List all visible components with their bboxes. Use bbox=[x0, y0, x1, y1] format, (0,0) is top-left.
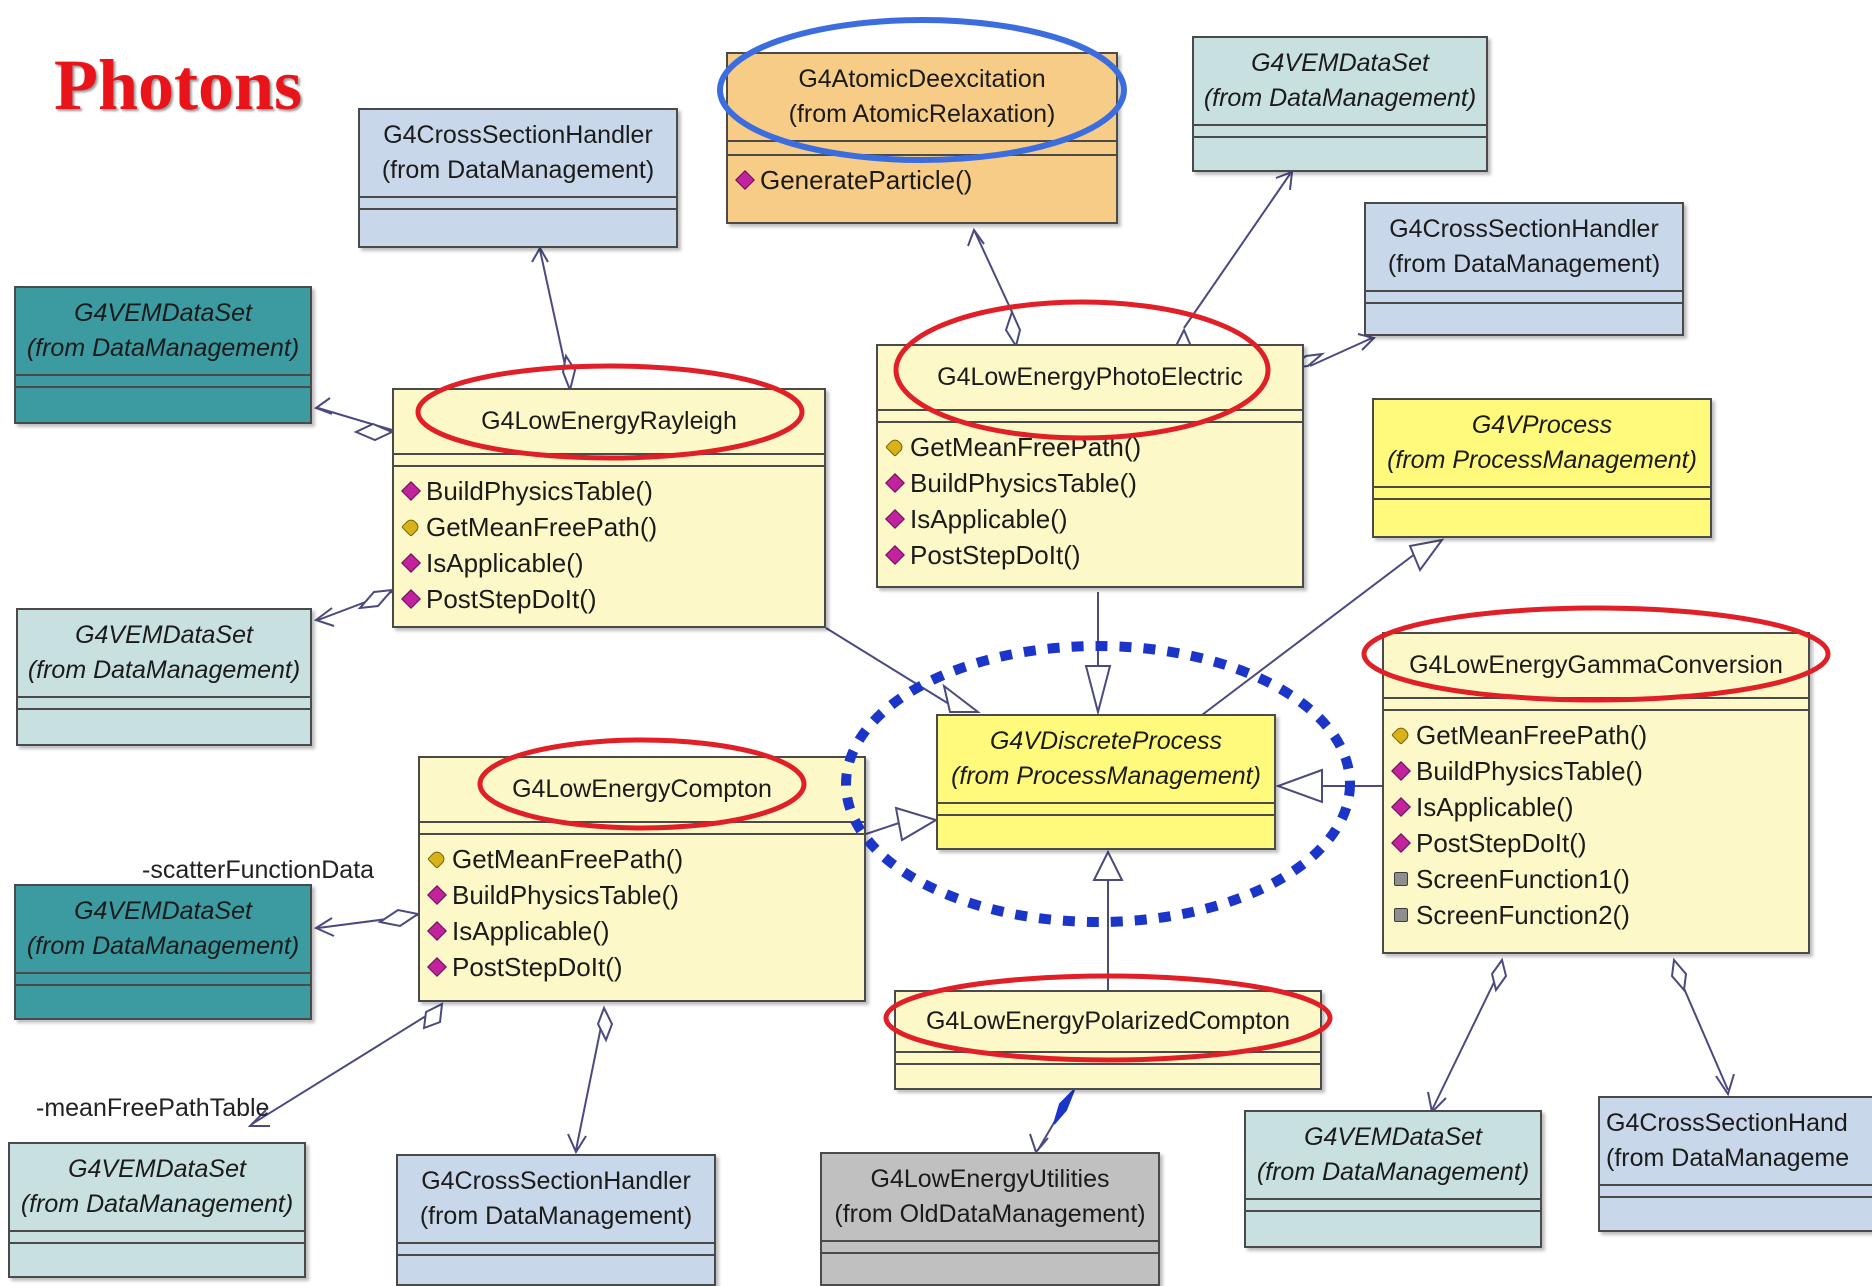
class-package: (from DataManagement) bbox=[1387, 250, 1661, 278]
class-name: G4LowEnergyPhotoElectric bbox=[937, 363, 1243, 391]
class-vemdataset-bottom-right[interactable]: G4VEMDataSet (from DataManagement) bbox=[1244, 1110, 1542, 1248]
method: PostStepDoIt() bbox=[401, 581, 814, 617]
method: GetMeanFreePath() bbox=[1391, 717, 1798, 753]
class-package: (from DataManagement) bbox=[381, 156, 655, 184]
method: GetMeanFreePath() bbox=[401, 509, 814, 545]
class-crosssection-bottom-right[interactable]: G4CrossSectionHand (from DataManageme bbox=[1598, 1096, 1872, 1232]
class-crosssection-right[interactable]: G4CrossSectionHandler (from DataManagemen… bbox=[1364, 202, 1684, 336]
class-atomic-deexcitation[interactable]: G4AtomicDeexcitation (from AtomicRelaxati… bbox=[726, 52, 1118, 224]
method: PostStepDoIt() bbox=[885, 537, 1292, 573]
class-package: (from DataManagement) bbox=[1256, 1158, 1530, 1186]
class-vemdataset-bottom-left[interactable]: G4VEMDataSet (from DataManagement) bbox=[8, 1142, 306, 1278]
class-name: G4CrossSectionHandler bbox=[421, 1167, 691, 1195]
class-package: (from DataManagement) bbox=[20, 1190, 294, 1218]
class-name: G4VEMDataSet bbox=[68, 1155, 246, 1183]
assoc-gamma-dsbr bbox=[1431, 969, 1501, 1111]
class-name: G4LowEnergyRayleigh bbox=[481, 407, 737, 435]
class-name: G4VEMDataSet bbox=[1251, 49, 1429, 77]
method: BuildPhysicsTable() bbox=[1391, 753, 1798, 789]
method: IsApplicable() bbox=[401, 545, 814, 581]
class-vprocess[interactable]: G4VProcess (from ProcessManagement) bbox=[1372, 398, 1712, 538]
class-lowenergy-compton[interactable]: G4LowEnergyCompton GetMeanFreePath() Bui… bbox=[418, 756, 866, 1002]
method: GetMeanFreePath() bbox=[885, 429, 1292, 465]
class-name: G4VEMDataSet bbox=[75, 621, 253, 649]
class-lowenergy-gammaconversion[interactable]: G4LowEnergyGammaConversion GetMeanFreePa… bbox=[1382, 632, 1810, 954]
class-name: G4CrossSectionHandler bbox=[1389, 215, 1659, 243]
class-package: (from DataManageme bbox=[1606, 1144, 1850, 1172]
assoc-photo-xs bbox=[1309, 337, 1373, 367]
method: BuildPhysicsTable() bbox=[401, 473, 814, 509]
assoc-compton-dsbl bbox=[251, 1005, 443, 1125]
class-vemdataset-top[interactable]: G4VEMDataSet (from DataManagement) bbox=[1192, 36, 1488, 172]
class-crosssection-bottom[interactable]: G4CrossSectionHandler (from DataManagemen… bbox=[396, 1154, 716, 1286]
method: ScreenFunction2() bbox=[1394, 897, 1798, 933]
method: IsApplicable() bbox=[1391, 789, 1798, 825]
assoc-photo-atomic bbox=[974, 231, 1013, 313]
class-package: (from DataManagement) bbox=[27, 656, 301, 684]
class-vemdataset-left2[interactable]: G4VEMDataSet (from DataManagement) bbox=[16, 608, 312, 746]
class-name: G4VProcess bbox=[1471, 411, 1613, 439]
class-package: (from DataManagement) bbox=[26, 334, 300, 362]
class-name: G4AtomicDeexcitation bbox=[798, 65, 1046, 93]
method-icon bbox=[735, 170, 755, 190]
class-package: (from ProcessManagement) bbox=[1387, 446, 1697, 474]
diamond-rayleigh-ds1 bbox=[353, 422, 395, 442]
class-lowenergy-rayleigh[interactable]: G4LowEnergyRayleigh BuildPhysicsTable() … bbox=[392, 388, 826, 628]
class-package: (from OldDataManagement) bbox=[834, 1200, 1146, 1228]
class-package: (from AtomicRelaxation) bbox=[788, 100, 1056, 128]
class-name: G4VEMDataSet bbox=[74, 299, 252, 327]
class-name: G4VDiscreteProcess bbox=[989, 727, 1223, 755]
method: PostStepDoIt() bbox=[1391, 825, 1798, 861]
method: GenerateParticle() bbox=[735, 162, 1106, 198]
gen-compton-discrete bbox=[865, 821, 903, 835]
class-name: G4VEMDataSet bbox=[1304, 1123, 1482, 1151]
assoc-photo-ds bbox=[1183, 173, 1291, 329]
class-name: G4LowEnergyCompton bbox=[512, 775, 772, 803]
class-package: (from DataManagement) bbox=[26, 932, 300, 960]
arrow-xs bbox=[531, 245, 549, 263]
method: IsApplicable() bbox=[427, 913, 854, 949]
method: BuildPhysicsTable() bbox=[427, 877, 854, 913]
class-lowenergy-polarizedcompton[interactable]: G4LowEnergyPolarizedCompton bbox=[894, 990, 1322, 1090]
class-package: (from DataManagement) bbox=[1203, 84, 1477, 112]
diamond-rayleigh-xs bbox=[561, 353, 577, 394]
class-lowenergy-photoelectric[interactable]: G4LowEnergyPhotoElectric GetMeanFreePath… bbox=[876, 344, 1304, 588]
page-title: Photons bbox=[54, 45, 303, 125]
method: BuildPhysicsTable() bbox=[885, 465, 1292, 501]
class-name: G4LowEnergyGammaConversion bbox=[1409, 651, 1783, 679]
gen-rayleigh-discrete bbox=[825, 627, 963, 713]
class-lowenergy-utilities[interactable]: G4LowEnergyUtilities (from OldDataManagem… bbox=[820, 1152, 1160, 1286]
method: IsApplicable() bbox=[885, 501, 1292, 537]
class-name: G4LowEnergyUtilities bbox=[870, 1165, 1110, 1193]
class-vdiscreteprocess[interactable]: G4VDiscreteProcess (from ProcessManagemen… bbox=[936, 714, 1276, 850]
class-name: G4LowEnergyPolarizedCompton bbox=[925, 1007, 1291, 1035]
class-package: (from DataManagement) bbox=[419, 1202, 693, 1230]
role-label-meanfreepath: -meanFreePathTable bbox=[36, 1094, 270, 1122]
class-package: (from ProcessManagement) bbox=[951, 762, 1261, 790]
class-crosssection-top[interactable]: G4CrossSectionHandler (from DataManagemen… bbox=[358, 108, 678, 248]
class-name: G4CrossSectionHandler bbox=[383, 121, 653, 149]
assoc-compton-xsb bbox=[575, 1011, 605, 1151]
method: GetMeanFreePath() bbox=[427, 841, 854, 877]
class-vemdataset-left3[interactable]: G4VEMDataSet (from DataManagement) bbox=[14, 884, 312, 1020]
method: ScreenFunction1() bbox=[1394, 861, 1798, 897]
role-label-scatter: -scatterFunctionData bbox=[142, 856, 375, 884]
class-vemdataset-left1[interactable]: G4VEMDataSet (from DataManagement) bbox=[14, 286, 312, 424]
class-name: G4VEMDataSet bbox=[74, 897, 252, 925]
method: PostStepDoIt() bbox=[427, 949, 854, 985]
class-name: G4CrossSectionHand bbox=[1606, 1109, 1848, 1137]
